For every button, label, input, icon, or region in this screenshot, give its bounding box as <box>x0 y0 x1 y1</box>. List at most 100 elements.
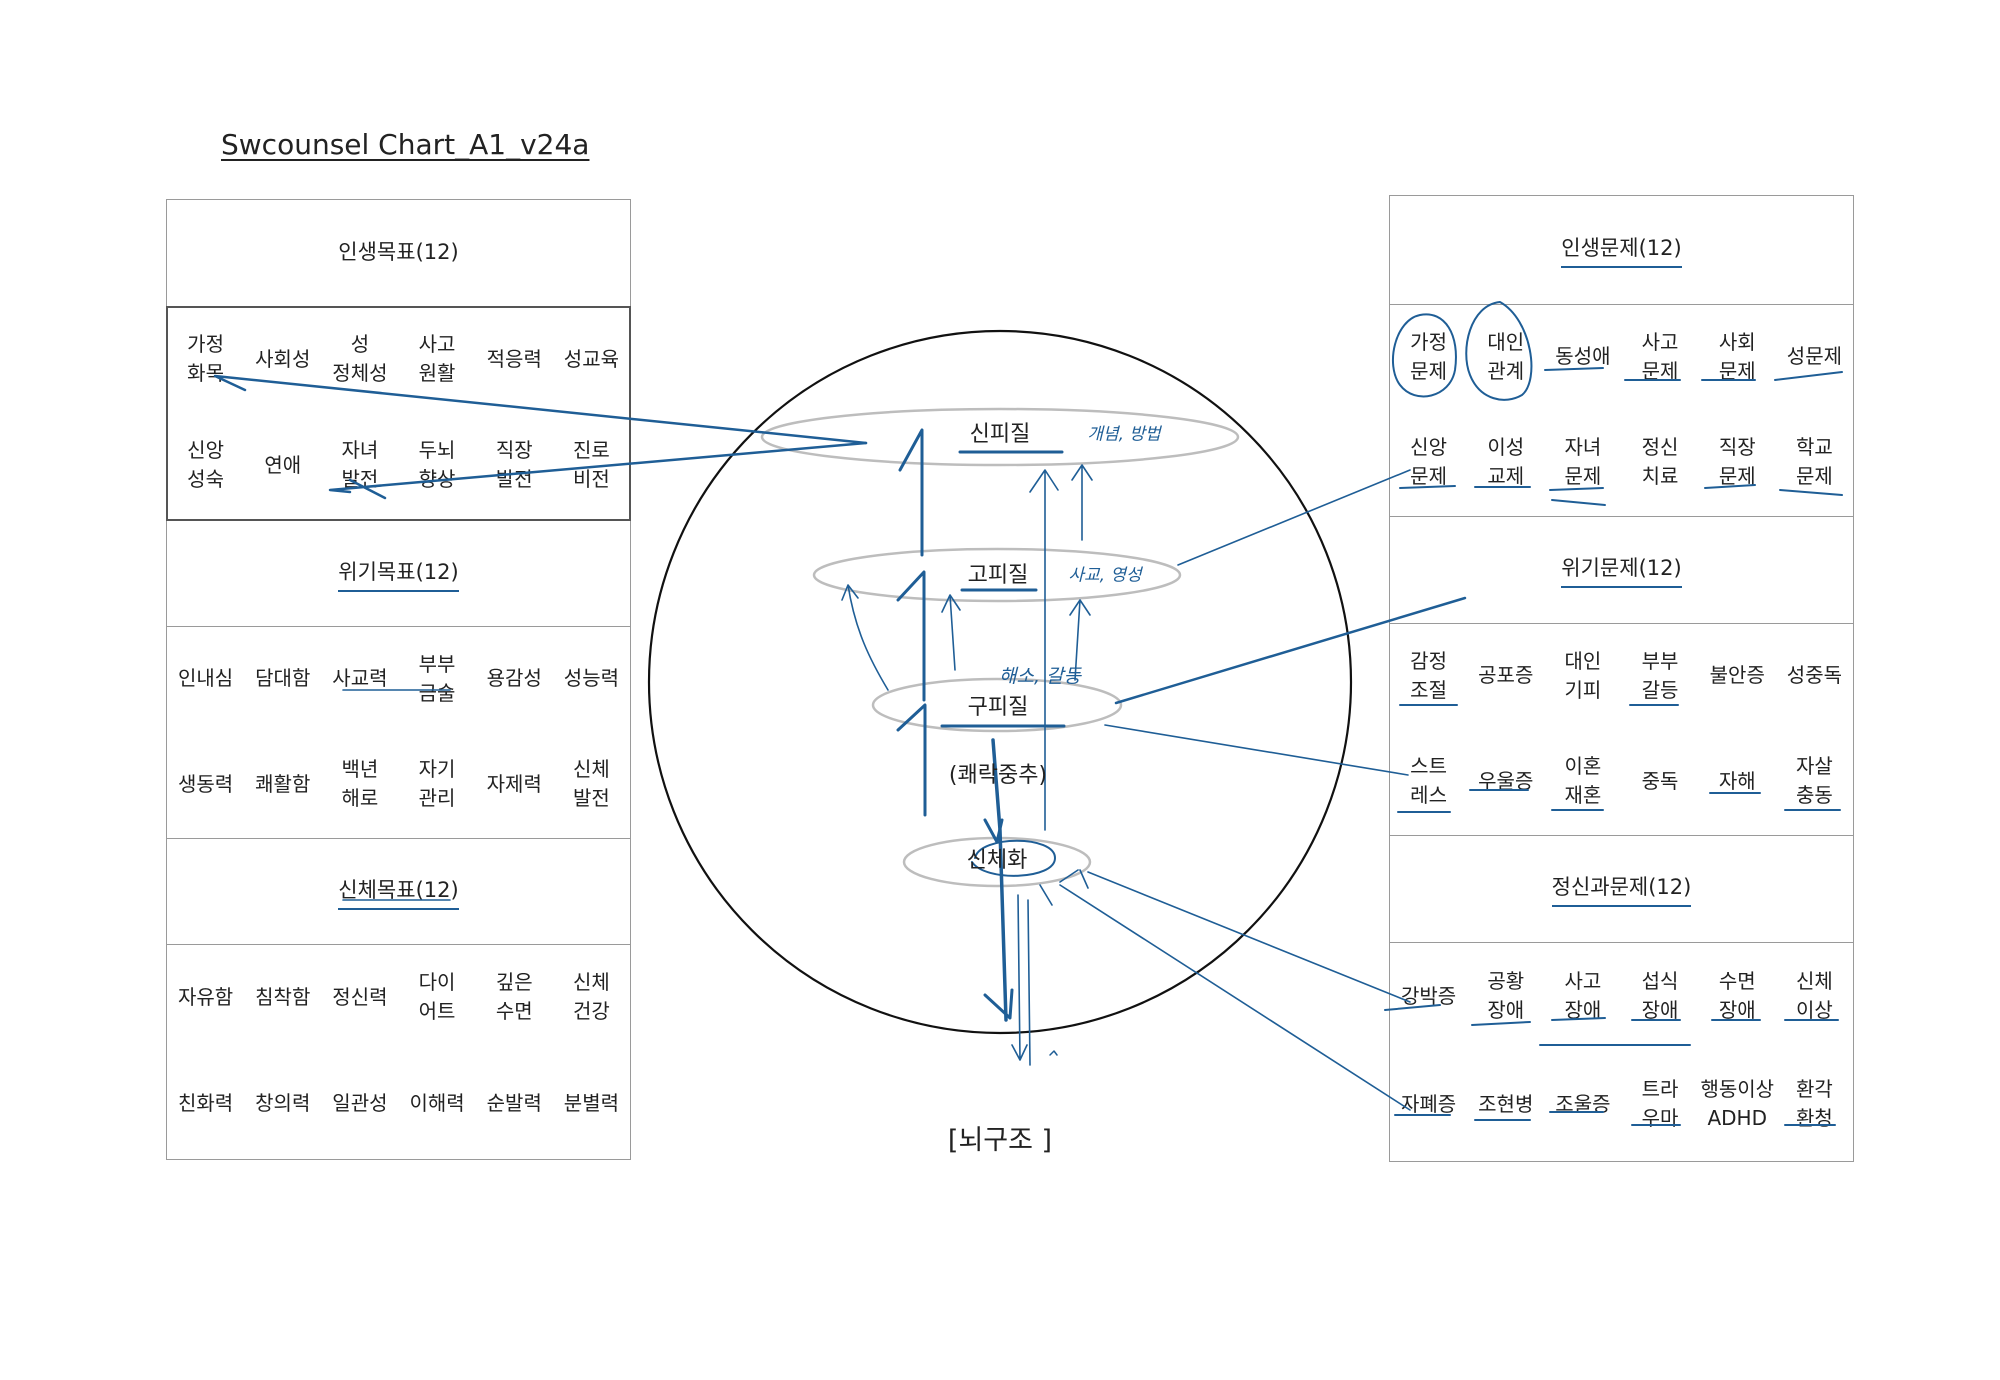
section-header-life-goals: 인생목표(12) <box>167 200 630 307</box>
crisis-goal-item: 사교력 <box>321 627 398 733</box>
body-goal-item: 분별력 <box>553 1051 630 1157</box>
downward-arrowhead-1 <box>983 818 1004 844</box>
level-pleasure-center: (쾌락중추) <box>948 763 1048 788</box>
crisis-goal-item: 인내심 <box>167 627 244 733</box>
psychiatric-problem-item: 강박증 <box>1390 943 1467 1051</box>
thin-up-arrow-1 <box>1029 469 1059 831</box>
life-problem-item-label: 대인 관계 <box>1487 329 1525 383</box>
life-problem-item-label: 사회 문제 <box>1718 329 1756 383</box>
crisis-goal-item-label: 자제력 <box>486 771 542 796</box>
life-problem-item: 학교 문제 <box>1776 411 1853 517</box>
link-autism <box>1059 884 1411 1111</box>
crisis-problem-item-label: 우울증 <box>1478 768 1534 793</box>
crisis-goal-item-label: 백년 해로 <box>341 757 379 811</box>
body-goal-item-label: 신체 건강 <box>573 970 610 1023</box>
life-goal-item-label: 진로 비전 <box>573 438 610 491</box>
life-goal-item: 가정 화목 <box>167 307 244 413</box>
psychiatric-problem-item: 수면 장애 <box>1699 943 1776 1051</box>
life-problem-item: 사회 문제 <box>1699 305 1776 411</box>
life-problem-item-label: 정신 치료 <box>1641 435 1679 489</box>
archicortex-ellipse <box>812 547 1182 603</box>
body-goal-item: 순발력 <box>476 1051 553 1157</box>
psychiatric-problem-item-label: 수면 장애 <box>1718 969 1756 1022</box>
thin-up-arrow-4 <box>941 594 961 671</box>
crisis-goal-item: 담대함 <box>244 627 321 733</box>
crisis-goal-item: 부부 금술 <box>398 627 475 733</box>
crisis-goal-item: 백년 해로 <box>321 733 398 839</box>
life-goal-item-label: 성교육 <box>563 346 619 371</box>
crisis-goal-item-label: 부부 금술 <box>418 651 456 705</box>
crisis-problem-item: 부부 갈등 <box>1621 624 1698 730</box>
thin-up-arrow-3 <box>1069 599 1091 681</box>
life-goal-item: 사고 원활 <box>398 307 475 413</box>
section-header-crisis-problems: 위기문제(12) <box>1390 517 1853 624</box>
psychiatric-problem-item: 공황 장애 <box>1467 943 1544 1051</box>
body-goal-item: 친화력 <box>167 1051 244 1157</box>
life-goal-item: 연애 <box>244 413 321 519</box>
life-problem-item-label: 직장 문제 <box>1718 435 1756 489</box>
psychiatric-problem-item: 자폐증 <box>1390 1051 1467 1159</box>
crisis-problem-item-label: 부부 갈등 <box>1641 648 1679 702</box>
psychiatric-problem-item-label: 자폐증 <box>1400 1091 1457 1116</box>
crisis-problem-item-label: 대인 기피 <box>1564 648 1602 702</box>
crisis-problem-item: 공포증 <box>1467 624 1544 730</box>
psychiatric-problem-item-label: 조현병 <box>1478 1091 1534 1116</box>
crisis-goal-item-label: 사교력 <box>332 666 388 691</box>
downward-arrowhead-2 <box>983 988 1014 1020</box>
crisis-problem-item: 자살 충동 <box>1776 730 1853 836</box>
body-goal-item: 이해력 <box>398 1051 475 1157</box>
life-problem-item: 가정 문제 <box>1390 305 1467 411</box>
body-goal-item-label: 자유함 <box>177 984 234 1009</box>
brain-circle <box>647 329 1353 1035</box>
crisis-problem-item-label: 감정 조절 <box>1410 648 1447 702</box>
page-title: Swcounsel Chart_A1_v24a <box>221 128 590 161</box>
level-paleocortex: 구피질 <box>967 695 1029 720</box>
body-goal-item: 침착함 <box>244 945 321 1051</box>
body-goal-item-label: 창의력 <box>255 1090 311 1115</box>
circle-relationships <box>1465 301 1533 401</box>
thin-curve-arrow <box>841 584 889 691</box>
life-problem-item: 사고 문제 <box>1621 305 1698 411</box>
life-problem-item: 이성 교제 <box>1467 411 1544 517</box>
crisis-problem-item-label: 스트 레스 <box>1410 754 1447 808</box>
crisis-problem-item-label: 자살 충동 <box>1796 754 1833 808</box>
crisis-goal-item-label: 생동력 <box>177 771 234 796</box>
body-goal-item-label: 정신력 <box>332 984 388 1009</box>
life-problem-item-label: 이성 교제 <box>1487 435 1525 489</box>
psychiatric-problem-item: 섭식 장애 <box>1621 943 1698 1051</box>
thin-down-arrow-2 <box>1027 899 1031 1066</box>
crisis-problem-item: 불안증 <box>1699 624 1776 730</box>
paleocortex-ellipse <box>871 677 1123 733</box>
life-goal-item-label: 연애 <box>264 452 302 477</box>
section-header-crisis-goals: 위기목표(12) <box>167 521 630 627</box>
life-goal-item: 진로 비전 <box>553 413 630 519</box>
crisis-problem-item: 이혼 재혼 <box>1544 730 1621 836</box>
life-goal-item-label: 신앙 성숙 <box>187 438 224 491</box>
crisis-goal-item: 쾌활함 <box>244 733 321 839</box>
psychiatric-problem-item-label: 행동이상 ADHD <box>1700 1077 1775 1130</box>
level-somatization: 신체화 <box>966 848 1028 873</box>
life-goal-item: 사회성 <box>244 307 321 413</box>
rising-stroke-2 <box>896 570 926 702</box>
life-goal-item-label: 성 정체성 <box>332 332 388 385</box>
life-problem-item-label: 성문제 <box>1786 344 1842 369</box>
psychiatric-problem-item-label: 신체 이상 <box>1796 969 1833 1022</box>
body-goal-item: 정신력 <box>321 945 398 1051</box>
crisis-goal-item: 용감성 <box>476 627 553 733</box>
life-goal-item-label: 사회성 <box>255 346 311 371</box>
rising-stroke-1 <box>898 428 924 557</box>
section-header-body-goals: 신체목표(12) <box>167 839 630 945</box>
crisis-goal-item-label: 성능력 <box>563 666 619 691</box>
life-goal-item: 성교육 <box>553 307 630 413</box>
crisis-goal-item-label: 자기 관리 <box>418 757 456 811</box>
life-goal-item: 성 정체성 <box>321 307 398 413</box>
crisis-problem-item-label: 불안증 <box>1709 663 1765 688</box>
life-problem-item: 대인 관계 <box>1467 305 1544 411</box>
crisis-problem-item-label: 자해 <box>1718 768 1756 793</box>
